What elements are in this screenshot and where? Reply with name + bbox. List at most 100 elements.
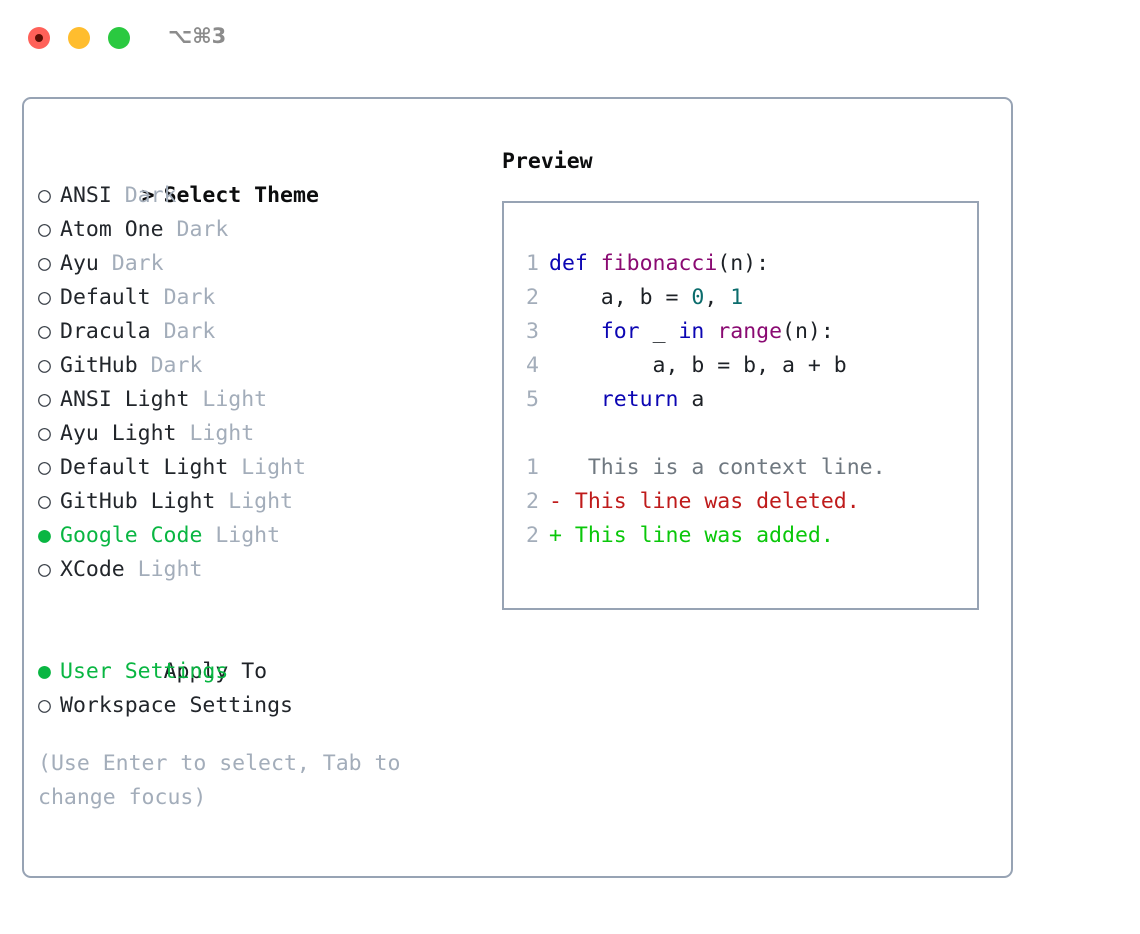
radio-unselected-icon[interactable]: ○ — [38, 319, 51, 344]
line-number: 4 — [526, 353, 539, 378]
code-token — [549, 319, 601, 344]
theme-list-item[interactable]: ○ GitHub Dark — [38, 349, 478, 383]
apply-to-label: Workspace Settings — [60, 693, 293, 718]
apply-to-item[interactable]: ○ Workspace Settings — [38, 689, 478, 723]
line-number: 2 — [526, 285, 539, 310]
theme-variant-label: Dark — [124, 183, 177, 208]
line-number: 1 — [526, 455, 539, 480]
theme-list-item[interactable]: ○ANSI Light Light — [38, 383, 478, 417]
theme-name-label: Ayu — [60, 251, 112, 276]
theme-list-item[interactable]: ○Dracula Dark — [38, 315, 478, 349]
theme-name-label: Google Code — [60, 523, 216, 548]
theme-variant-label: Light — [228, 489, 294, 514]
line-number: 3 — [526, 319, 539, 344]
code-token: (n): — [782, 319, 834, 344]
theme-list-item[interactable]: ○Atom One Dark — [38, 213, 478, 247]
code-token: for — [600, 319, 640, 344]
theme-variant-label: Dark — [176, 217, 229, 242]
code-token: (n): — [717, 251, 770, 276]
line-number: 5 — [526, 387, 539, 412]
theme-list-item[interactable]: ○ ANSI Dark — [38, 179, 478, 213]
radio-unselected-icon[interactable]: ○ — [38, 217, 51, 242]
theme-list-item[interactable]: ○ Default Light Light — [38, 451, 478, 485]
radio-unselected-icon[interactable]: ○ — [38, 421, 51, 446]
dialog-panel: >Select Theme ○ANSI Dark○Atom One Dark○A… — [22, 97, 1013, 878]
code-token: return — [600, 387, 679, 412]
theme-variant-label: Dark — [163, 319, 216, 344]
section-spacer — [38, 587, 478, 621]
theme-name-label: Ayu Light — [60, 421, 190, 446]
theme-list: ○ANSI Dark○Atom One Dark○Ayu Dark○Defaul… — [38, 179, 478, 587]
theme-variant-label: Light — [241, 455, 306, 480]
code-line: 3 for _ in range(n): — [513, 315, 973, 349]
code-token: a, b = b, a + b — [549, 353, 847, 378]
diff-marker: + — [549, 523, 562, 548]
theme-variant-label: Light — [189, 421, 255, 446]
code-token: def — [549, 251, 601, 276]
theme-variant-label: Dark — [111, 251, 164, 276]
theme-list-item[interactable]: ○ Ayu Dark — [38, 247, 478, 281]
focus-caret-icon: > — [141, 183, 155, 208]
code-token: _ — [639, 319, 679, 344]
apply-to-item[interactable]: ● User Settings — [38, 655, 478, 689]
code-token: a — [678, 387, 705, 412]
theme-variant-label: Dark — [163, 285, 216, 310]
theme-variant-label: Light — [202, 387, 268, 412]
radio-unselected-icon[interactable]: ○ — [38, 693, 51, 718]
radio-unselected-icon[interactable]: ○ — [38, 387, 51, 412]
theme-picker-header: > Select Theme — [38, 145, 478, 208]
line-number: 2 — [526, 523, 539, 548]
theme-name-label: Default — [60, 285, 164, 310]
theme-name-label: ANSI — [60, 183, 125, 208]
theme-variant-label: Dark — [150, 353, 203, 378]
keyboard-hint: (Use Enter to select, Tab to change focu… — [38, 751, 401, 810]
radio-unselected-icon[interactable]: ○ — [38, 557, 51, 582]
radio-selected-icon[interactable]: ● — [38, 523, 51, 548]
apply-to-label: User Settings — [60, 659, 229, 684]
maximize-button[interactable] — [108, 27, 130, 49]
window-title-shortcut: ⌥⌘3 — [168, 24, 227, 48]
preview-title: Preview — [502, 149, 593, 174]
code-token: 0 — [691, 285, 705, 310]
diff-line: 2- This line was deleted. — [513, 485, 973, 519]
radio-selected-icon[interactable]: ● — [38, 659, 51, 684]
theme-list-item[interactable]: ○XCode Light — [38, 553, 478, 587]
apply-to-header: Apply To — [38, 621, 478, 684]
theme-picker: >Select Theme ○ANSI Dark○Atom One Dark○A… — [38, 145, 478, 815]
code-line: 5 return a — [513, 383, 973, 417]
theme-name-label: GitHub — [60, 353, 151, 378]
theme-list-item[interactable]: ○ Default Dark — [38, 281, 478, 315]
radio-unselected-icon[interactable]: ○ — [38, 455, 51, 480]
apply-to-list: ● User Settings ○ Workspace Settings — [38, 655, 478, 723]
theme-name-label: Default Light — [60, 455, 242, 480]
code-token — [549, 387, 601, 412]
diff-text: This line was deleted. — [561, 489, 860, 514]
code-line: 4 a, b = b, a + b — [513, 349, 973, 383]
code-token: a, b = — [549, 285, 692, 310]
radio-unselected-icon[interactable]: ○ — [38, 285, 51, 310]
theme-picker-header-label: Select Theme — [163, 183, 319, 208]
diff-text: This is a context line. — [561, 455, 886, 480]
code-token: in — [678, 319, 705, 344]
theme-name-label: GitHub Light — [60, 489, 229, 514]
code-line: 2 a, b = 0, 1 — [513, 281, 973, 315]
close-icon — [35, 34, 43, 42]
code-token: , — [704, 285, 731, 310]
theme-variant-label: Light — [215, 523, 281, 548]
diff-line: 1 This is a context line. — [513, 451, 973, 485]
theme-list-item[interactable]: ● Google Code Light — [38, 519, 478, 553]
radio-unselected-icon[interactable]: ○ — [38, 183, 51, 208]
radio-unselected-icon[interactable]: ○ — [38, 353, 51, 378]
theme-list-item[interactable]: ○ Ayu Light Light — [38, 417, 478, 451]
theme-list-item[interactable]: ○ GitHub Light Light — [38, 485, 478, 519]
code-token — [704, 319, 717, 344]
radio-unselected-icon[interactable]: ○ — [38, 489, 51, 514]
minimize-button[interactable] — [68, 27, 90, 49]
radio-unselected-icon[interactable]: ○ — [38, 251, 51, 276]
theme-variant-label: Light — [137, 557, 203, 582]
diff-text: This line was added. — [561, 523, 834, 548]
